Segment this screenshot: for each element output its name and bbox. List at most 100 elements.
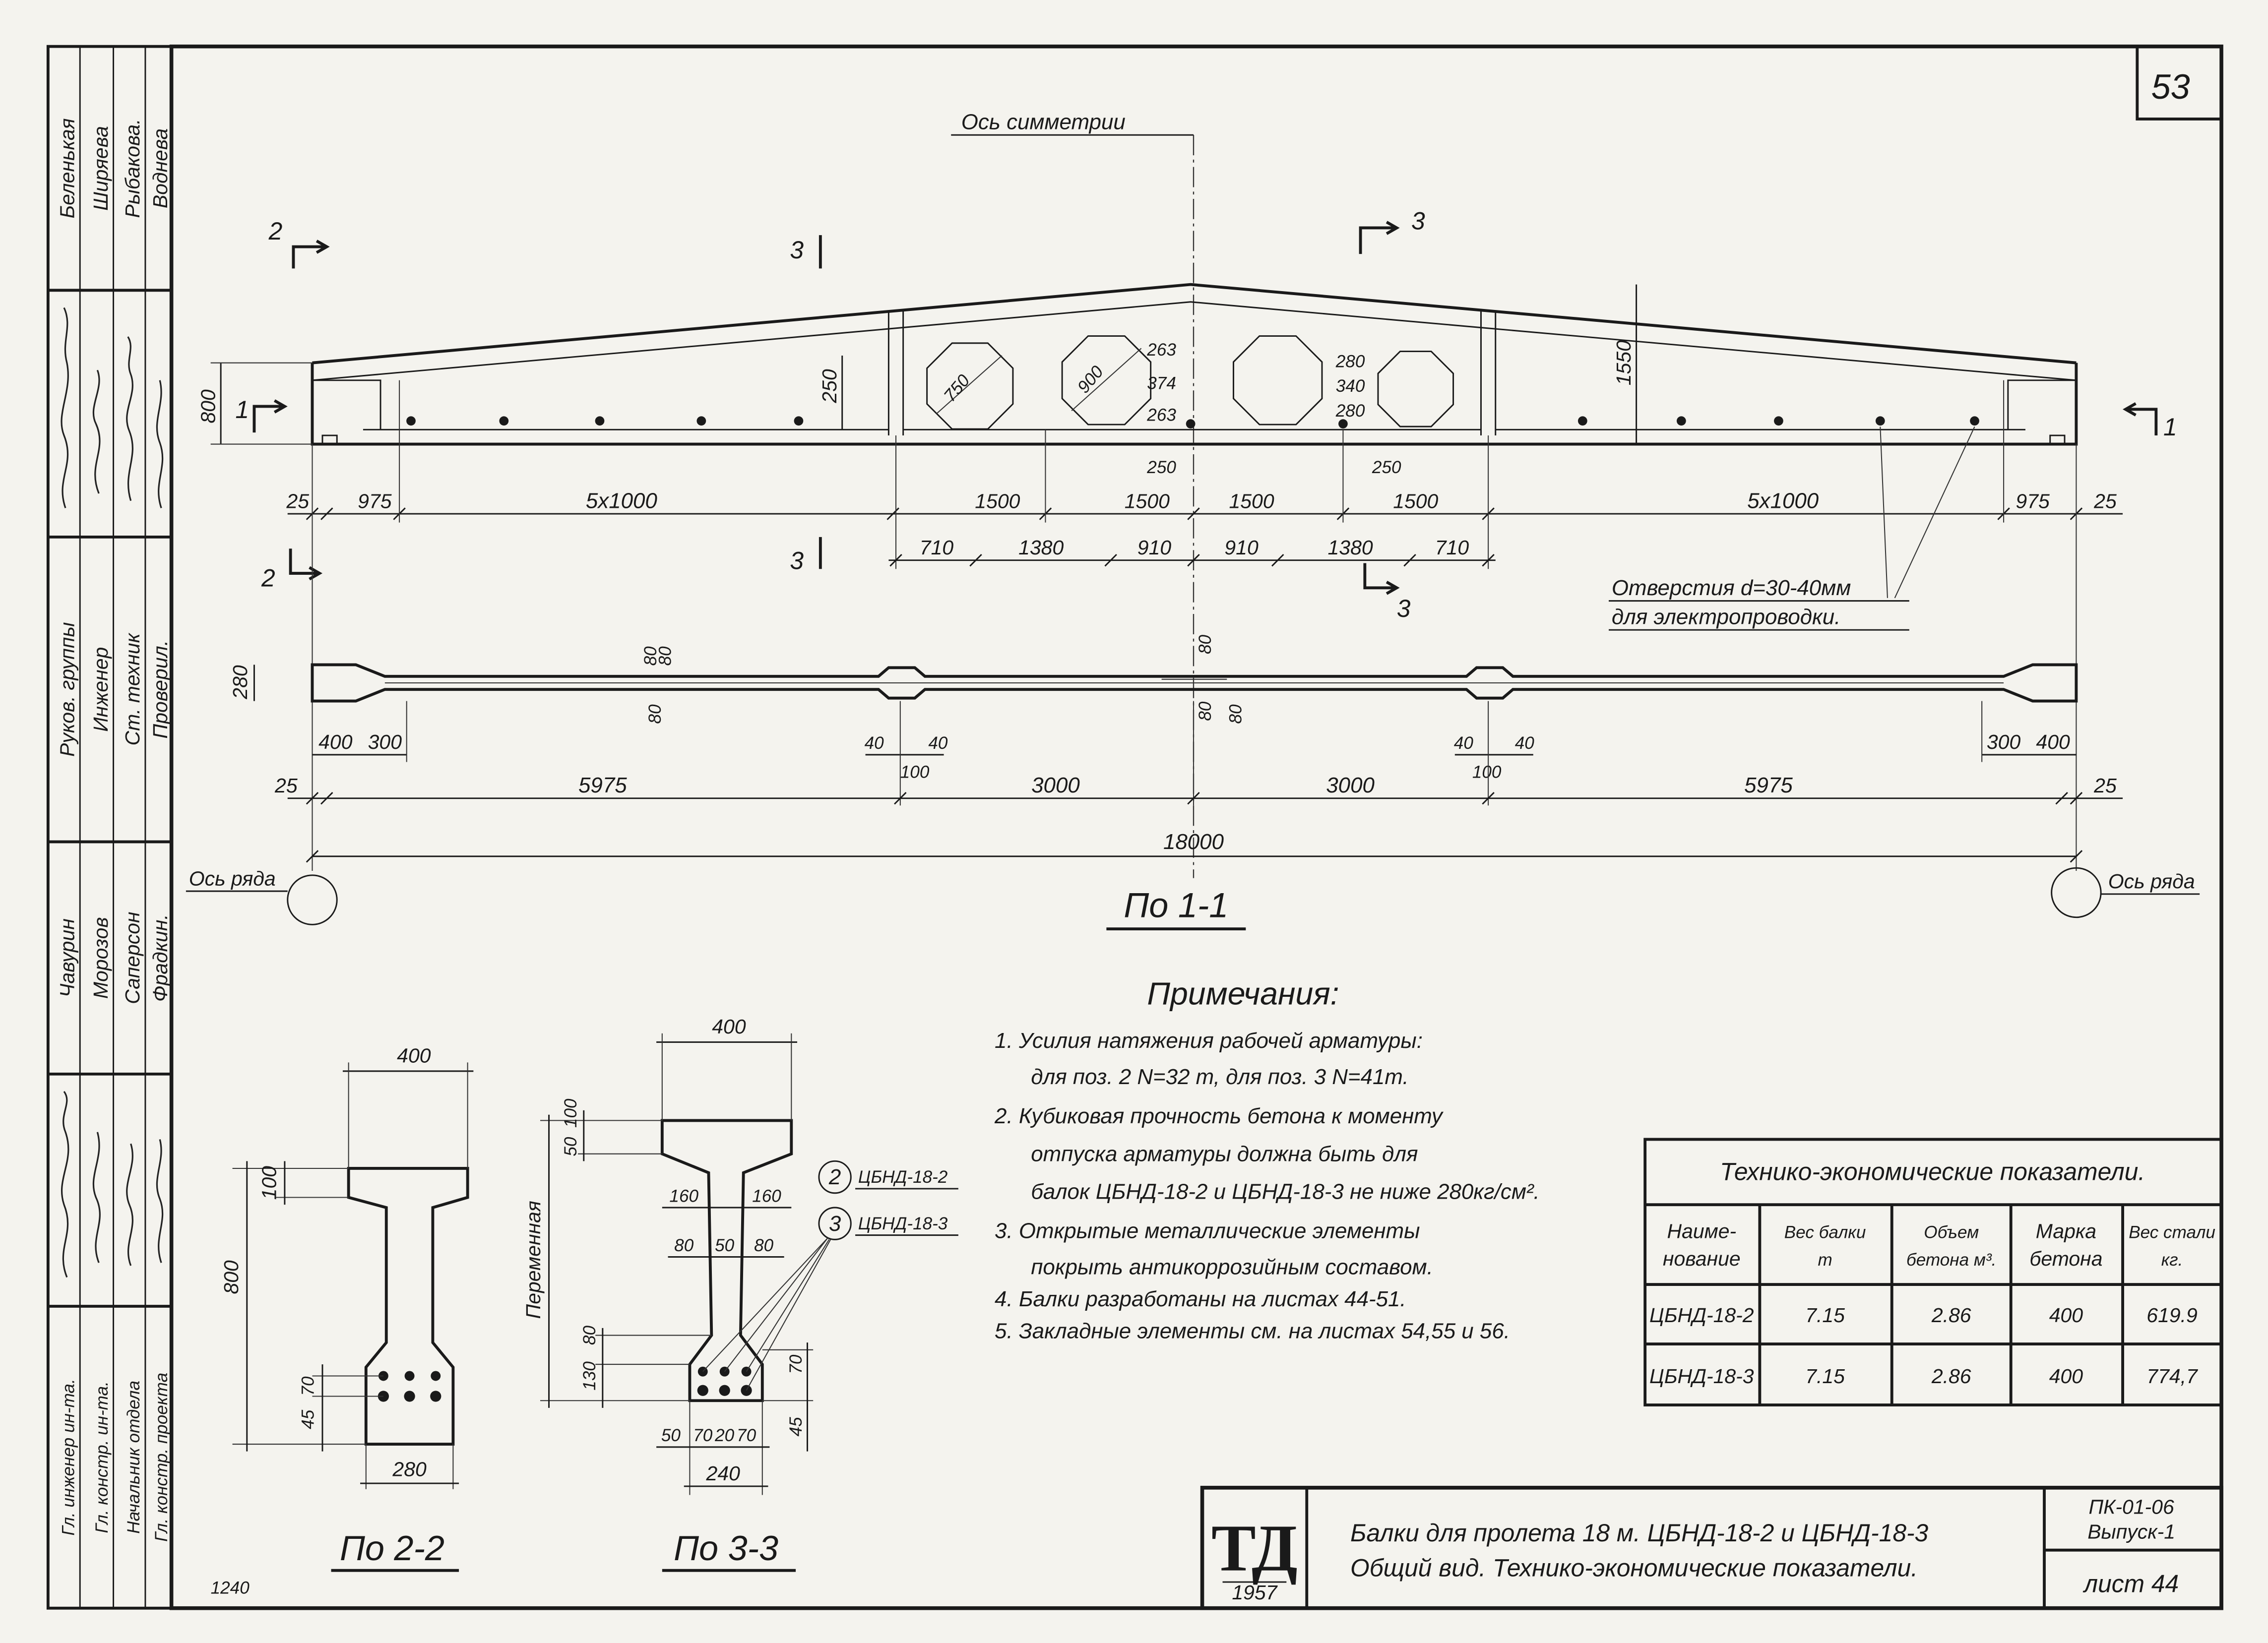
dimension-label: 50 (715, 1236, 735, 1255)
section-mark: 3 (790, 547, 804, 574)
view-title: По 1-1 (1124, 886, 1228, 925)
signature (92, 369, 101, 494)
leader-line (1880, 426, 1975, 599)
axis-label: Ось ряда (2108, 870, 2195, 893)
dimension-label: 710 (920, 536, 954, 559)
table-header: т (1818, 1250, 1832, 1270)
plan-outline (311, 663, 2078, 703)
dimension-label: 1380 (1328, 536, 1373, 559)
table-header: Вес стали (2129, 1222, 2215, 1242)
table-header: бетона (2029, 1247, 2102, 1270)
symmetry-axis-label: Ось симметрии (961, 110, 1126, 134)
wiring-hole (1676, 416, 1686, 426)
table-cell: 7.15 (1805, 1365, 1845, 1388)
dimension-label: 1500 (1125, 489, 1170, 512)
dimension-label: 45 (786, 1417, 806, 1437)
notes-title: Примечания: (1147, 975, 1339, 1011)
stamp-name: Чавурин (56, 918, 79, 997)
dimension-label: 160 (752, 1186, 781, 1206)
stamp-name: Саперсон (121, 912, 144, 1004)
dimension-label: 400 (397, 1044, 431, 1067)
holes-note: Отверстия d=30-40мм (1612, 576, 1851, 600)
section-cut-arrow (252, 399, 288, 433)
dimension-label: 45 (298, 1409, 317, 1429)
beam-elevation: Ось симметрии (196, 110, 2177, 878)
dimension-label: 250 (1372, 458, 1401, 477)
dimension-label: 975 (2016, 489, 2050, 512)
dimension-label: 25 (274, 774, 298, 797)
sheet-number: 53 (2151, 67, 2190, 106)
section-cut-arrow (292, 240, 330, 269)
dimension-label: 400 (712, 1015, 746, 1038)
signature (92, 1132, 101, 1263)
issue-number: Выпуск-1 (2087, 1520, 2175, 1543)
rebar (430, 1391, 441, 1402)
position-marker (818, 1160, 852, 1194)
signature (126, 336, 133, 501)
section-mark: 3 (790, 236, 804, 264)
sheet-label: лист 44 (2082, 1570, 2179, 1598)
leader-line (702, 1237, 831, 1391)
section-profile (660, 1119, 793, 1402)
grid-axis-marker (2051, 867, 2102, 918)
approval-stamp: Беленькая Ширяева Рыбакова. Воднева Руко… (56, 118, 172, 1542)
wiring-hole (499, 416, 509, 426)
series-code: ПК-01-06 (2088, 1496, 2174, 1519)
grid-axis-marker (287, 874, 338, 925)
table-header: нование (1663, 1247, 1741, 1270)
wiring-hole (1577, 416, 1587, 426)
rebar (431, 1371, 441, 1381)
sheet-number-box: 53 (2136, 45, 2223, 121)
dimension-label: 400 (2036, 730, 2070, 753)
note-line: балок ЦБНД-18-2 и ЦБНД-18-3 не ниже 280к… (1031, 1179, 1540, 1204)
rebar (719, 1385, 730, 1396)
section-marks: 2 3 3 1 1 3 2 3 (235, 207, 2177, 622)
dimension-label: 160 (669, 1186, 698, 1206)
wiring-hole (696, 416, 706, 426)
section-2-2: 400 100 800 45 70 280 По 2-2 (220, 1044, 474, 1572)
dimension-label: 80 (1226, 704, 1246, 724)
dimension-label: 80 (1196, 701, 1215, 721)
dimension-label: 800 (220, 1260, 243, 1294)
dimension-label: 50 (561, 1137, 580, 1156)
position-label: ЦБНД-18-2 (858, 1167, 948, 1187)
wiring-hole (1338, 419, 1348, 428)
octagonal-opening (1377, 351, 1454, 427)
dimension-label: 280 (229, 665, 252, 700)
dimension-label: 100 (900, 763, 930, 782)
dimension-label: 975 (358, 489, 392, 512)
section-mark: 1 (2163, 413, 2177, 441)
stamp-role: Гл. констр. ин-та. (92, 1381, 112, 1533)
dimension-label: 300 (368, 730, 402, 753)
stamp-name: Рыбакова. (121, 119, 144, 218)
signature (156, 1139, 164, 1263)
dimension-label: 40 (1515, 733, 1535, 753)
dimension-label: 25 (286, 489, 309, 512)
section-mark: 3 (1411, 207, 1425, 235)
dimension-ticks (306, 791, 2083, 805)
stamp-name: Беленькая (56, 118, 79, 218)
octagonal-opening (1233, 335, 1323, 426)
wiring-hole (406, 416, 416, 426)
note-line: 2. Кубиковая прочность бетона к моменту (994, 1104, 1444, 1128)
signature (61, 1091, 69, 1278)
dimension-label: 80 (754, 1236, 774, 1255)
dimension-label: 80 (674, 1236, 694, 1255)
dimension-label: 20 (714, 1426, 735, 1445)
wiring-hole (1970, 416, 1979, 426)
stiffener (887, 310, 904, 436)
beam-top-chord (312, 283, 2077, 365)
stamp-role: Гл. констр. проекта (152, 1373, 171, 1542)
table-cell: 2.86 (1931, 1365, 1971, 1388)
dimension-label: 340 (1336, 376, 1365, 396)
dimension-label: 1500 (1229, 489, 1274, 512)
table-header: бетона м³. (1906, 1250, 1996, 1270)
dimension-label: 80 (1196, 634, 1215, 654)
note-line: 5. Закладные элементы см. на листах 54,5… (995, 1319, 1510, 1343)
dimension-label: 400 (318, 730, 353, 753)
signature (156, 380, 164, 508)
table-cell: 400 (2049, 1365, 2083, 1388)
dimension-label: 70 (298, 1376, 317, 1396)
holes-note: для электропроводки. (1612, 605, 1840, 629)
stamp-name: Воднева (149, 128, 172, 208)
